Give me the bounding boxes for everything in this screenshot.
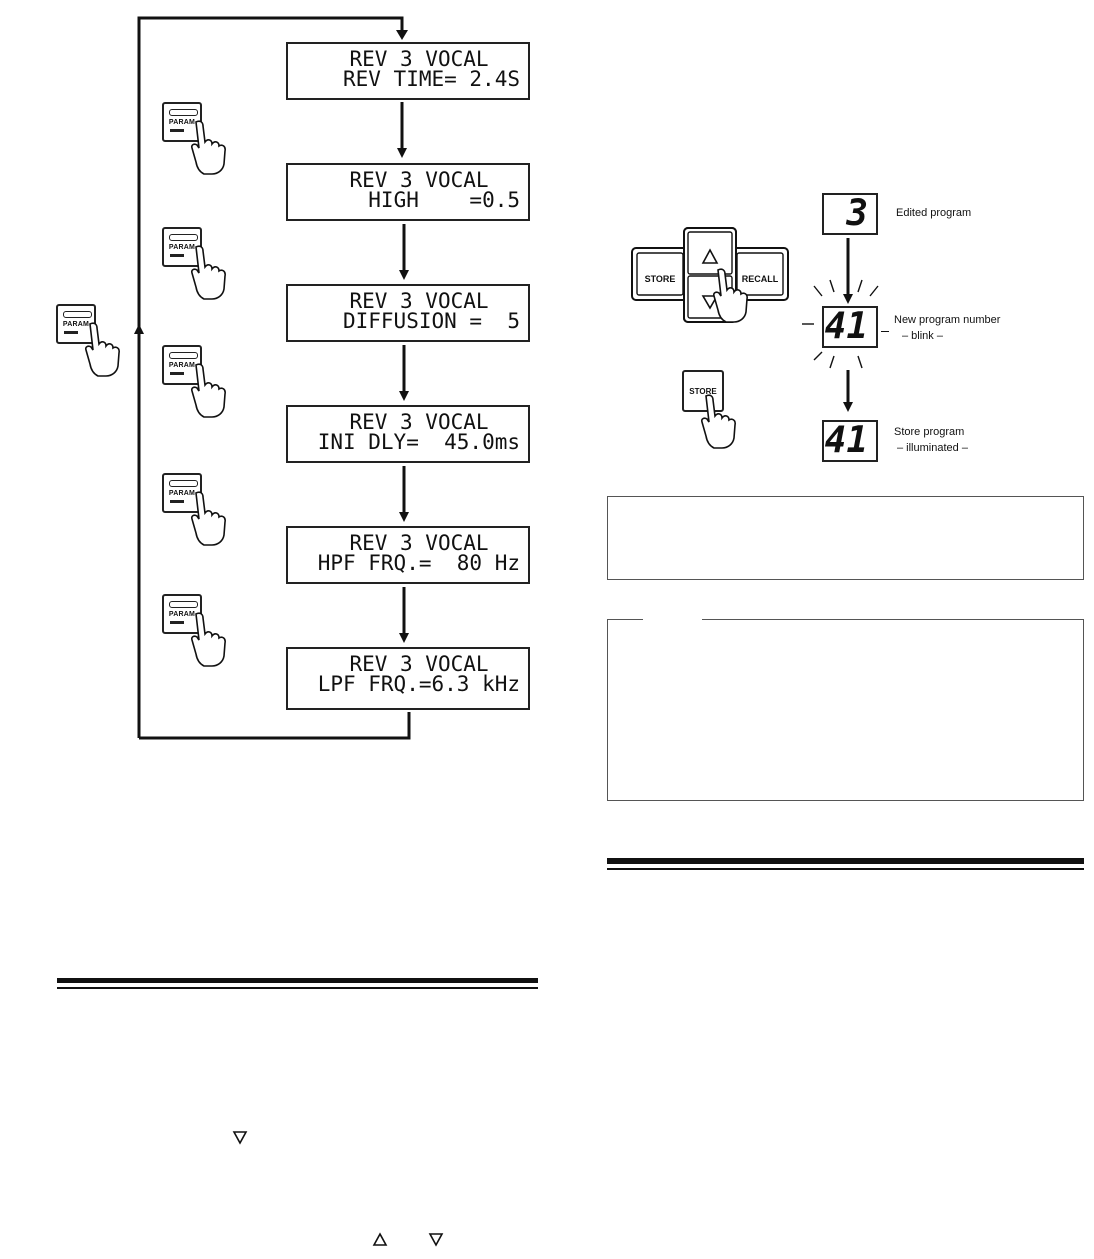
pressing-hand-icon (85, 322, 120, 377)
down-triangle-icon (232, 1131, 248, 1145)
param-button-label: PARAM (168, 362, 196, 369)
section-rule-thin (57, 987, 538, 989)
program-display: 41 (822, 306, 878, 348)
pressing-hand-icon (701, 394, 736, 449)
pressing-hand-icon (191, 120, 226, 175)
section-rule (57, 978, 538, 983)
lcd-line-2: REV TIME= 2.4S (342, 67, 520, 91)
lcd-screen: REV 3 VOCAL INI DLY= 45.0ms (286, 405, 530, 463)
lcd-line-2: HPF FRQ.= 80 Hz (317, 551, 520, 575)
blink-rays (802, 279, 879, 369)
led-indicator (63, 311, 92, 318)
note-box (607, 619, 1084, 801)
up-triangle-icon (372, 1232, 388, 1246)
lcd-line-2: HIGH =0.5 (368, 188, 520, 212)
lcd-screen: REV 3 VOCAL REV TIME= 2.4S (286, 42, 530, 100)
pressing-hand-icon (713, 268, 748, 323)
lcd-screen: REV 3 VOCAL HIGH =0.5 (286, 163, 530, 221)
param-button-label: PARAM (168, 119, 196, 126)
display-caption-sub: – blink – (902, 330, 943, 342)
lcd-line-2: DIFFUSION = 5 (342, 309, 520, 333)
lcd-line-2: LPF FRQ.=6.3 kHz (317, 672, 520, 696)
lcd-line-1: REV 3 VOCAL (349, 531, 489, 555)
lcd-screen: REV 3 VOCAL LPF FRQ.=6.3 kHz (286, 647, 530, 710)
led-indicator (169, 234, 198, 241)
lcd-screen: REV 3 VOCAL HPF FRQ.= 80 Hz (286, 526, 530, 584)
lcd-line-1: REV 3 VOCAL (349, 289, 489, 313)
param-button-label: PARAM (168, 244, 196, 251)
display-flow-lines (802, 238, 879, 412)
program-display: 41 (822, 420, 878, 462)
display-caption: New program number (894, 314, 1001, 326)
program-display: 3 (822, 193, 878, 235)
store-key-label[interactable]: STORE (644, 274, 676, 284)
section-rule (607, 858, 1084, 864)
lcd-line-1: REV 3 VOCAL (349, 168, 489, 192)
section-rule-thin (607, 868, 1084, 870)
display-caption: Store program (894, 426, 965, 438)
led-indicator (169, 601, 198, 608)
pressing-hand-icon (191, 612, 226, 667)
led-indicator (169, 352, 198, 359)
lcd-screen: REV 3 VOCAL DIFFUSION = 5 (286, 284, 530, 342)
lcd-line-1: REV 3 VOCAL (349, 47, 489, 71)
lcd-line-1: REV 3 VOCAL (349, 410, 489, 434)
store-button[interactable]: STORE (682, 370, 724, 412)
display-caption-sub: – illuminated – (897, 442, 968, 454)
param-button-label: PARAM (168, 611, 196, 618)
param-button-label: PARAM (168, 490, 196, 497)
store-button-label: STORE (689, 387, 717, 396)
down-triangle-icon (428, 1233, 444, 1247)
led-indicator (169, 109, 198, 116)
lcd-line-1: REV 3 VOCAL (349, 652, 489, 676)
led-indicator (169, 480, 198, 487)
note-box (607, 496, 1084, 580)
pressing-hand-icon (191, 363, 226, 418)
pressing-hand-icon (191, 245, 226, 300)
recall-key-label[interactable]: RECALL (741, 274, 779, 284)
flow-lines (134, 16, 411, 740)
param-button-label: PARAM (62, 321, 90, 328)
lcd-line-2: INI DLY= 45.0ms (317, 430, 520, 454)
pressing-hand-icon (191, 491, 226, 546)
display-caption: Edited program (896, 207, 972, 219)
